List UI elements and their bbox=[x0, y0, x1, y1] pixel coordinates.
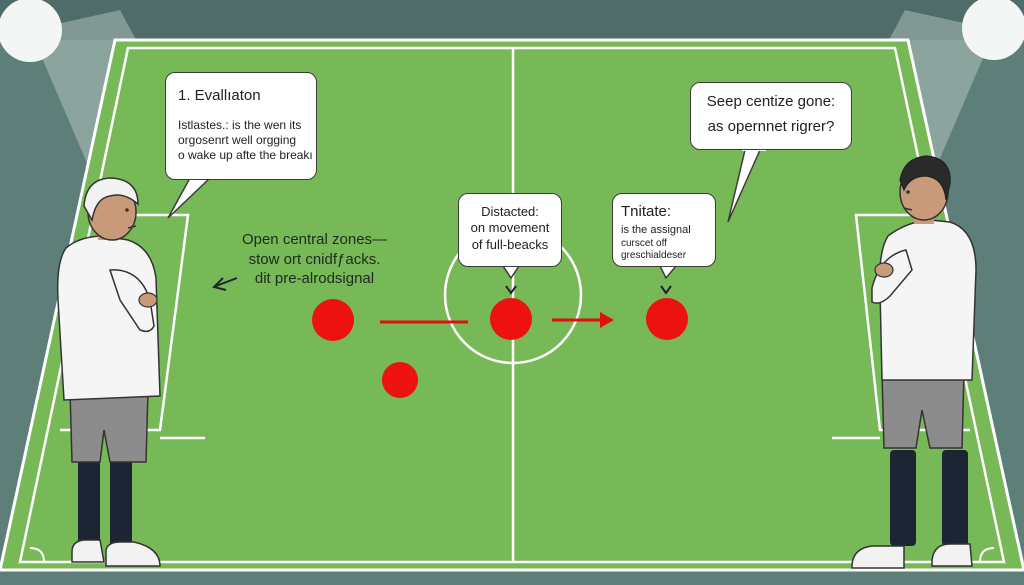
callout-right-line-3: greschialdeser bbox=[621, 250, 687, 261]
callout-middle-line-3: of full-beacks bbox=[471, 236, 549, 252]
annotation-line-1: Open central zones— bbox=[241, 231, 388, 248]
player-dot-3 bbox=[646, 298, 688, 340]
floodlight-right bbox=[962, 0, 1024, 60]
player-dot-2 bbox=[490, 298, 532, 340]
pitch-boundary bbox=[18, 46, 1006, 564]
callout-right-line-2: curscet off bbox=[621, 237, 667, 249]
annotation-line-3: dit pre-alrodsignal bbox=[254, 270, 375, 287]
annotation-arrow bbox=[215, 277, 238, 287]
annotation-line-2: stow ort cnidfƒacks. bbox=[248, 250, 381, 268]
bubble-left-line-2: orgosenrt well orgging bbox=[178, 132, 297, 147]
callout-right-title: Tnitate: bbox=[621, 203, 672, 220]
coach-right bbox=[851, 155, 977, 569]
callout-right: Tnitate: is the assignal curscet off gre… bbox=[612, 193, 716, 267]
callout-middle-line-1: Distacted: bbox=[481, 204, 539, 219]
bubble-left-line-3: o wake up afte the breakı bbox=[178, 147, 313, 162]
player-dot-4 bbox=[382, 362, 418, 398]
coach-left bbox=[56, 177, 161, 567]
player-dot-1 bbox=[312, 299, 354, 341]
bubble-right-line-2: as opernnet rigrer? bbox=[707, 117, 835, 135]
penalty-box-right bbox=[854, 213, 970, 432]
bubble-left-title: 1. Evallıaton bbox=[178, 87, 261, 104]
speech-bubble-left: 1. Evallıaton Istlastes.: is the wen its… bbox=[165, 72, 317, 180]
bubble-left-line-1: Istlastes.: is the wen its bbox=[178, 117, 302, 132]
bubble-right-tail bbox=[727, 149, 761, 223]
speech-bubble-right: Seep centize gone: as opernnet rigrer? bbox=[690, 82, 852, 150]
callout-right-line-1: is the assignal bbox=[621, 223, 691, 236]
callout-middle: Distacted: on movement of full-beacks bbox=[458, 193, 562, 267]
floodlight-left bbox=[0, 0, 62, 62]
annotation-open-zones: Open central zones— stow ort cnidfƒacks.… bbox=[232, 230, 397, 289]
bubble-right-line-1: Seep centize gone: bbox=[706, 93, 836, 110]
callout-middle-line-2: on movement bbox=[470, 220, 550, 236]
